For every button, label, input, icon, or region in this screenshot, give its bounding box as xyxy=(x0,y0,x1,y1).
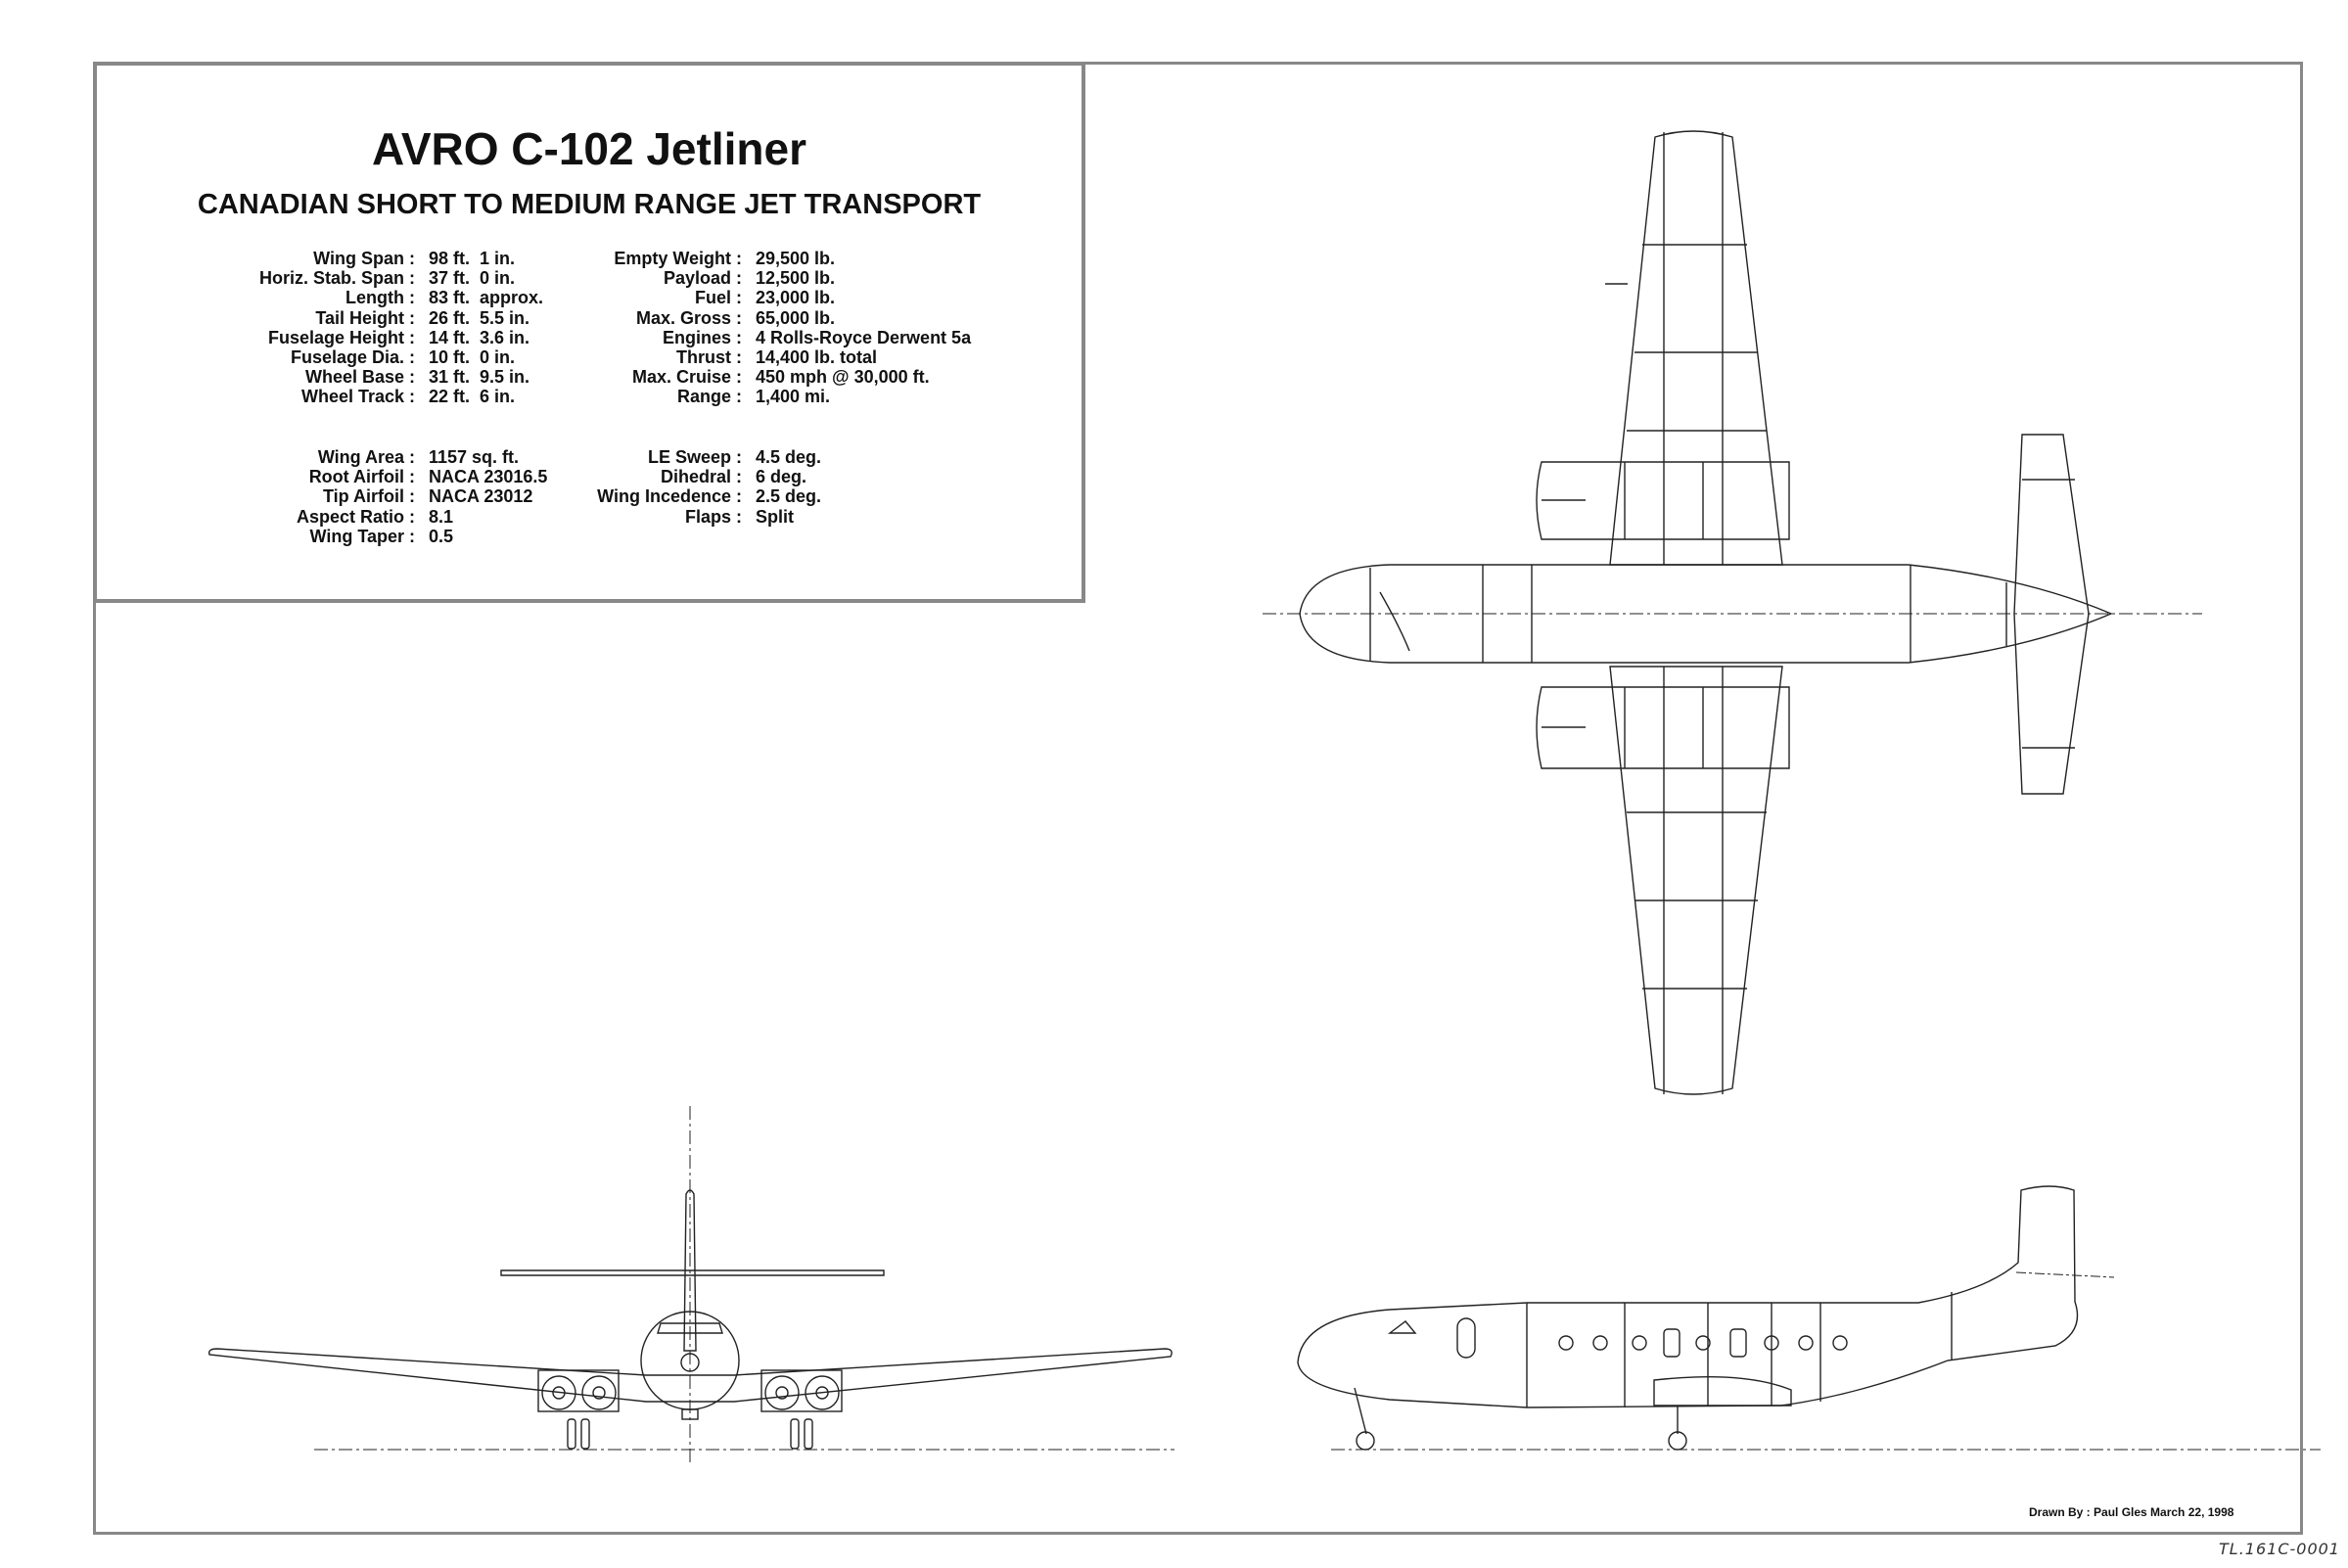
spec-label: Root Airfoil : xyxy=(308,467,415,487)
specs-dimensions: Wing Span :98 ft. 1 in.Horiz. Stab. Span… xyxy=(92,249,543,407)
spec-value: 14,400 lb. total xyxy=(756,347,878,368)
spec-label: Wing Area : xyxy=(317,447,415,467)
spec-value: 22 ft. 6 in. xyxy=(429,387,516,407)
spec-label: LE Sweep : xyxy=(647,447,742,467)
spec-value: 4 Rolls-Royce Derwent 5a xyxy=(756,327,972,347)
spec-value: 2.5 deg. xyxy=(756,486,822,507)
spec-label: Max. Cruise : xyxy=(631,367,742,388)
spec-label: Wing Span : xyxy=(313,249,415,268)
spec-row: Empty Weight : 29,500 lb. xyxy=(419,249,971,268)
spec-label: Wing Taper : xyxy=(309,526,416,546)
spec-value: 98 ft. 1 in. xyxy=(429,249,516,268)
specs-geometry: LE Sweep :4.5 deg.Dihedral :6 deg.Wing I… xyxy=(419,447,821,527)
spec-value: 0.5 xyxy=(429,526,454,546)
spec-row: Fuel : 23,000 lb. xyxy=(419,288,971,307)
spec-label: Payload : xyxy=(663,268,742,289)
spec-value: 8.1 xyxy=(429,506,454,527)
spec-label: Fuselage Dia. : xyxy=(290,347,415,368)
spec-row: Range : 1,400 mi. xyxy=(419,387,971,406)
spec-label: Engines : xyxy=(662,327,742,347)
spec-row: Wheel Track : 22 ft. 6 in. xyxy=(92,387,543,406)
spec-value: Split xyxy=(756,506,794,527)
spec-value: 12,500 lb. xyxy=(756,268,836,289)
spec-row: Horiz. Stab. Span : 37 ft. 0 in. xyxy=(92,268,543,288)
spec-row: Fuselage Height : 14 ft. 3.6 in. xyxy=(92,328,543,347)
spec-row: Flaps : Split xyxy=(419,507,821,527)
spec-label: Wheel Base : xyxy=(304,367,415,388)
spec-row: Root Airfoil : NACA 23016.5 xyxy=(92,467,548,487)
spec-row: Wing Incedence : 2.5 deg. xyxy=(419,486,821,506)
spec-value: 37 ft. 0 in. xyxy=(429,268,516,289)
spec-label: Horiz. Stab. Span : xyxy=(258,268,415,289)
spec-label: Aspect Ratio : xyxy=(296,506,415,527)
drawn-by-credit: Drawn By : Paul Gles March 22, 1998 xyxy=(2029,1505,2234,1519)
top-view xyxy=(1263,130,2202,1095)
spec-value: 29,500 lb. xyxy=(756,249,836,268)
spec-row: Length : 83 ft. approx. xyxy=(92,288,543,307)
spec-row: Aspect Ratio : 8.1 xyxy=(92,507,547,527)
spec-value: 10 ft. 0 in. xyxy=(429,347,516,368)
spec-row: Fuselage Dia. : 10 ft. 0 in. xyxy=(92,347,543,367)
front-view xyxy=(207,1106,1174,1463)
spec-label: Flaps : xyxy=(684,506,742,527)
spec-row: Max. Cruise : 450 mph @ 30,000 ft. xyxy=(419,367,971,387)
spec-value: 26 ft. 5.5 in. xyxy=(429,307,530,328)
spec-value: 65,000 lb. xyxy=(756,307,836,328)
spec-row: Max. Gross : 65,000 lb. xyxy=(419,308,971,328)
spec-value: 14 ft. 3.6 in. xyxy=(429,327,530,347)
spec-value: 1,400 mi. xyxy=(756,387,831,407)
spec-row: Tip Airfoil : NACA 23012 xyxy=(92,486,547,506)
spec-row: Wheel Base : 31 ft. 9.5 in. xyxy=(92,367,543,387)
spec-row: Thrust : 14,400 lb. total xyxy=(419,347,971,367)
side-view xyxy=(1297,1185,2321,1451)
specs-weights: Empty Weight : 29,500 lb. Payload : 12,500 … xyxy=(419,249,971,407)
spec-value: 4.5 deg. xyxy=(756,447,822,467)
spec-label: Dihedral : xyxy=(660,467,742,487)
spec-label: Fuselage Height : xyxy=(267,327,415,347)
spec-row: Wing Taper : 0.5 xyxy=(92,527,547,546)
spec-value: 31 ft. 9.5 in. xyxy=(429,367,530,388)
spec-label: Empty Weight : xyxy=(614,249,742,268)
title-block xyxy=(93,62,1085,603)
reference-number: TL.161C-0001 xyxy=(2219,1540,2340,1558)
drawing-frame xyxy=(93,62,2303,1535)
drawing-subtitle: CANADIAN SHORT TO MEDIUM RANGE JET TRANS… xyxy=(197,189,982,220)
specs-wing: Wing Area : 1157 sq. ft. Root Airfoil : NAC… xyxy=(92,447,547,546)
spec-value: NACA 23012 xyxy=(429,486,533,507)
spec-value: 1157 sq. ft. xyxy=(429,447,520,467)
spec-label: Tail Height : xyxy=(315,307,415,328)
spec-label: Thrust : xyxy=(676,347,742,368)
spec-label: Tip Airfoil : xyxy=(323,486,415,507)
spec-value: 6 deg. xyxy=(756,467,807,487)
spec-label: Wing Incedence : xyxy=(597,486,742,507)
spec-label: Max. Gross : xyxy=(635,307,742,328)
spec-row: Tail Height : 26 ft. 5.5 in. xyxy=(92,308,543,328)
spec-label: Fuel : xyxy=(695,288,742,308)
spec-value: NACA 23016.5 xyxy=(429,467,548,487)
spec-label: Wheel Track : xyxy=(300,387,415,407)
spec-value: 23,000 lb. xyxy=(756,288,836,308)
spec-value: 83 ft. approx. xyxy=(429,288,544,308)
drawing-title: AVRO C-102 Jetliner xyxy=(372,123,806,174)
spec-row: LE Sweep : 4.5 deg. xyxy=(419,447,821,467)
spec-row: Wing Area : 1157 sq. ft. xyxy=(92,447,547,467)
spec-row: Wing Span : 98 ft. 1 in. xyxy=(92,249,543,268)
spec-label: Range : xyxy=(676,387,742,407)
spec-value: 450 mph @ 30,000 ft. xyxy=(756,367,930,388)
spec-label: Length : xyxy=(345,288,415,308)
spec-row: Engines : 4 Rolls-Royce Derwent 5a xyxy=(419,328,971,347)
spec-row: Dihedral : 6 deg. xyxy=(419,467,821,486)
spec-row: Payload : 12,500 lb. xyxy=(419,268,971,288)
